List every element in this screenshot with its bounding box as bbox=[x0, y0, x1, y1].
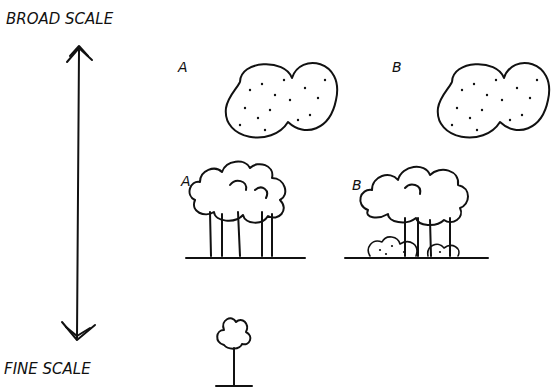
single-tree bbox=[216, 318, 252, 386]
tree-stand bbox=[345, 167, 488, 258]
scale-label: BROAD SCALE bbox=[6, 12, 113, 27]
tree-stand bbox=[186, 162, 305, 258]
plan-blob bbox=[438, 63, 549, 138]
option-label: B bbox=[392, 60, 402, 74]
plan-blob bbox=[226, 63, 337, 138]
scale-arrow bbox=[62, 46, 95, 340]
option-label: A bbox=[181, 174, 191, 188]
option-label: A bbox=[178, 60, 188, 74]
option-label: B bbox=[352, 178, 362, 192]
scale-label: FINE SCALE bbox=[4, 362, 91, 377]
